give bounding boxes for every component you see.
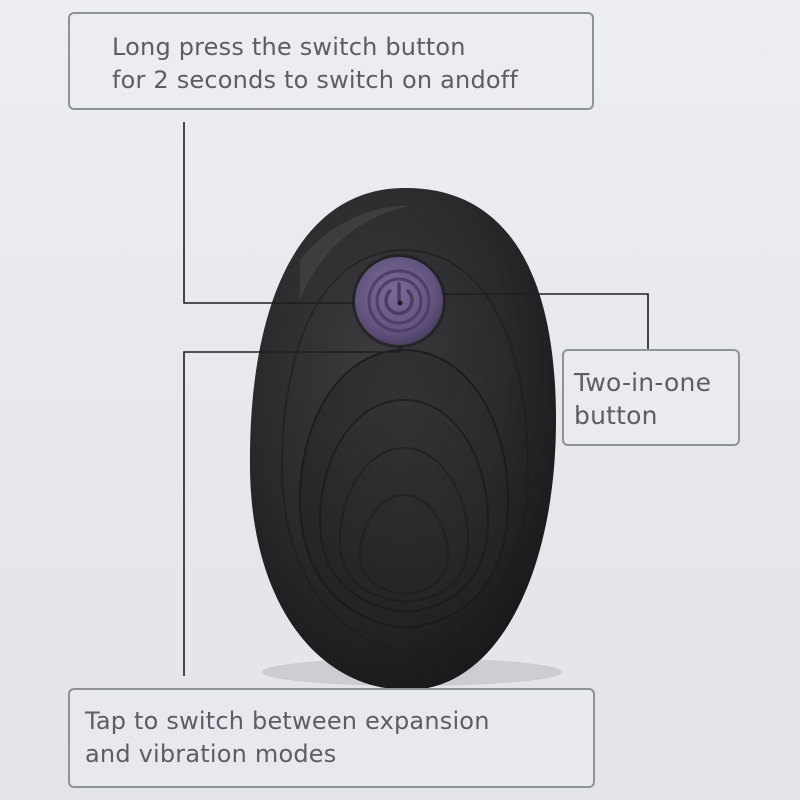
callout-tap-switch: Tap to switch between expansion and vibr… (68, 688, 595, 788)
device-ridges (280, 248, 530, 654)
callout-long-press: Long press the switch button for 2 secon… (68, 12, 594, 110)
callout-tap-switch-line1: Tap to switch between expansion (85, 707, 490, 735)
callout-two-in-one-line2: button (574, 401, 658, 430)
device-highlight (300, 205, 410, 300)
callout-two-in-one-line1: Two-in-one (574, 368, 712, 397)
callout-tap-switch-line2: and vibration modes (85, 740, 337, 768)
callout-long-press-line2: for 2 seconds to switch on andoff (112, 66, 519, 94)
callout-two-in-one: Two-in-one button (562, 349, 740, 446)
leader-line-top (183, 122, 400, 304)
leader-line-right (400, 293, 649, 349)
callout-long-press-line1: Long press the switch button (112, 33, 466, 61)
leader-anchor (397, 300, 403, 306)
power-icon (384, 282, 414, 316)
